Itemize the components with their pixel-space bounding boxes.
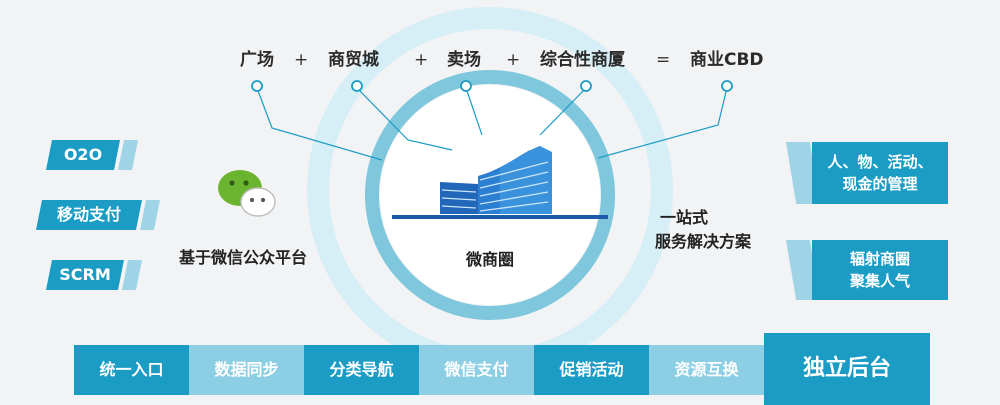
formula-op-plus-3: + xyxy=(506,50,521,70)
circle-label: 微商圈 xyxy=(465,250,514,269)
wechat-icon xyxy=(218,170,276,217)
formula-op-equals: = xyxy=(656,50,671,70)
tag-shadow-scrm xyxy=(122,260,142,290)
tag-mobile-pay: 移动支付 xyxy=(36,200,142,230)
tag-popularity-line2: 聚集人气 xyxy=(849,272,910,290)
tag-shadow-mobile-pay xyxy=(140,200,160,230)
tag-popularity: 辐射商圈 聚集人气 xyxy=(812,240,948,300)
tag-management-line1: 人、物、活动、 xyxy=(827,153,933,171)
wechat-platform-label: 基于微信公众平台 xyxy=(178,248,307,267)
feature-promotions: 促销活动 xyxy=(534,345,649,395)
middle-ring xyxy=(365,70,615,320)
feature-bar: 统一入口 数据同步 分类导航 微信支付 促销活动 资源互换 xyxy=(74,345,764,395)
formula-item-4: 综合性商厦 xyxy=(540,50,625,70)
tag-management-line2: 现金的管理 xyxy=(842,175,918,193)
formula-item-1: 广场 xyxy=(240,50,274,70)
tag-o2o: O2O xyxy=(46,140,120,170)
tag-popularity-line1: 辐射商圈 xyxy=(849,250,910,268)
feature-resource-exchange: 资源互换 xyxy=(649,345,764,395)
connector-dots xyxy=(251,80,733,92)
building-icon xyxy=(392,146,608,219)
tag-management: 人、物、活动、 现金的管理 xyxy=(812,142,948,204)
solution-label-line2: 服务解决方案 xyxy=(655,232,752,251)
feature-independent-backend: 独立后台 xyxy=(764,333,930,405)
formula-op-plus-2: + xyxy=(414,50,429,70)
feature-category-nav: 分类导航 xyxy=(304,345,419,395)
formula-result: 商业CBD xyxy=(690,50,764,70)
formula-op-plus-1: + xyxy=(294,50,309,70)
feature-wechat-pay: 微信支付 xyxy=(419,345,534,395)
solution-label-line1: 一站式 xyxy=(660,208,709,227)
connector-lines xyxy=(256,87,728,161)
tag-scrm: SCRM xyxy=(46,260,124,290)
formula-item-3: 卖场 xyxy=(447,50,481,70)
feature-data-sync: 数据同步 xyxy=(189,345,304,395)
feature-unified-entry: 统一入口 xyxy=(74,345,189,395)
tag-shadow-o2o xyxy=(118,140,138,170)
formula-item-2: 商贸城 xyxy=(328,50,379,70)
